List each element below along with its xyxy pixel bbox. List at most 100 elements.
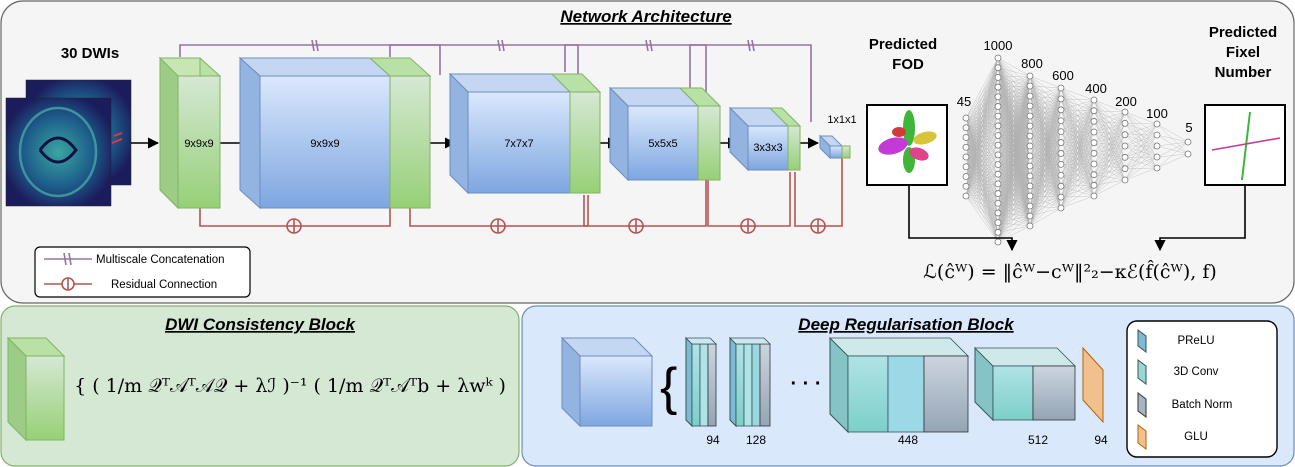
fc-neuron-l2-16	[994, 199, 1002, 207]
legend-batch-norm: Batch Norm	[1172, 399, 1233, 411]
fc-neuron-l3-2	[1026, 82, 1034, 90]
input-label: 30 DWIs	[61, 45, 119, 62]
legend-glu: GLU	[1184, 431, 1208, 443]
fc-neuron-l3-5	[1026, 112, 1034, 120]
fc-neuron-l5-3	[1090, 117, 1098, 125]
legend-prelu: PReLU	[1177, 335, 1214, 347]
regularisation-input-cube	[560, 336, 654, 428]
fc-neuron-l2-10	[994, 141, 1002, 149]
fc-neuron-l3-13	[1026, 192, 1034, 200]
encoder-cube-6	[818, 134, 851, 160]
fc-neuron-l2-3	[994, 73, 1002, 81]
encoder-cube-5	[728, 106, 802, 172]
fc-neuron-l2-2	[994, 64, 1002, 72]
fc-neuron-l2-14	[994, 180, 1002, 188]
dwi-consistency-formula: { ( 1/m 𝒬ᵀ𝒜ᵀ𝒜𝒬 + λℐ )⁻¹ ( 1/m 𝒬ᵀ𝒜ᵀb + λw…	[74, 375, 506, 397]
reg-layer-glu	[1082, 346, 1104, 424]
fc-neuron-l5-4	[1090, 128, 1098, 136]
fc-neuron-l3-14	[1026, 202, 1034, 210]
fc-neuron-l3-15	[1026, 212, 1034, 220]
dwi-consistency-cube	[6, 336, 66, 442]
cube-label-3: 7x7x7	[504, 138, 533, 150]
fc-neuron-l4-1	[1057, 84, 1065, 92]
fc-neuron-l1-3	[962, 134, 970, 141]
fc-neuron-l4-7	[1057, 150, 1065, 157]
fc-neuron-l3-1	[1026, 72, 1034, 80]
legend-residual-label: Residual Connection	[111, 279, 217, 291]
fc-neuron-l3-10	[1026, 162, 1034, 170]
fc-neuron-l2-6	[994, 103, 1002, 110]
fc-neuron-l5-1	[1090, 96, 1098, 104]
fc-neuron-l6-5	[1121, 153, 1129, 161]
loss-arrows	[908, 185, 1246, 252]
fc-neuron-l4-2	[1057, 95, 1065, 103]
fc-neuron-l1-7	[962, 173, 970, 180]
loss-formula: ℒ(ĉᵂ) = ‖ĉᵂ−cᵂ‖²₂−κℰ(f̂(ĉᵂ), f)	[923, 260, 1217, 283]
connection-legend	[34, 246, 251, 298]
fc-neuron-l4-4	[1057, 117, 1065, 125]
fc-neuron-l2-18	[994, 219, 1002, 227]
fc-neuron-l3-11	[1026, 172, 1034, 180]
reg-count-448: 448	[898, 433, 918, 447]
fc-neuron-l1-9	[962, 192, 970, 200]
fc-neuron-l6-6	[1121, 165, 1129, 173]
dwi-consistency-title: DWI Consistency Block	[165, 315, 356, 334]
reg-layer-group-94	[685, 336, 717, 428]
fc-neuron-l4-6	[1057, 139, 1065, 146]
reg-count-512: 512	[1028, 433, 1048, 447]
fc-neuron-l4-11	[1057, 193, 1065, 201]
fc-neuron-l2-5	[994, 93, 1002, 101]
fc-neuron-l1-1	[962, 114, 970, 122]
cube-label-2: 9x9x9	[310, 138, 339, 150]
fc-neuron-l3-9	[1026, 152, 1034, 160]
fc-neuron-l7-1	[1153, 120, 1161, 128]
reg-layer-group-128	[729, 336, 771, 428]
fixel-glyph	[1204, 104, 1286, 186]
fc-neuron-l3-4	[1026, 102, 1034, 110]
fc-neuron-l2-12	[994, 161, 1002, 168]
fc-neuron-l5-7	[1090, 160, 1098, 168]
predicted-fixel-label-line1: Predicted	[1209, 24, 1277, 41]
fc-neuron-l7-3	[1153, 142, 1161, 150]
reg-layer-group-512	[974, 346, 1076, 422]
fc-neuron-l2-9	[994, 132, 1002, 139]
regularisation-brace: {	[660, 358, 677, 416]
fc-neuron-l2-7	[994, 112, 1002, 120]
fc-neuron-l2-13	[994, 170, 1002, 178]
reg-count-94-glu: 94	[1094, 433, 1108, 447]
encoder-cube-3	[448, 72, 602, 195]
encoder-cube-4	[608, 86, 722, 182]
fc-layer-label-5: 400	[1085, 81, 1107, 96]
fc-neuron-l5-2	[1090, 107, 1098, 115]
fc-neuron-l6-2	[1121, 119, 1129, 127]
fc-neuron-l4-8	[1057, 160, 1065, 168]
cube-label-6: 1x1x1	[827, 114, 856, 126]
fc-neuron-l1-4	[962, 143, 970, 151]
fc-neuron-l2-17	[994, 209, 1002, 217]
fc-neuron-l5-5	[1090, 139, 1098, 147]
reg-ellipsis: · · ·	[790, 373, 821, 395]
fc-neuron-l7-2	[1153, 131, 1161, 139]
fc-neuron-l3-7	[1026, 132, 1034, 140]
multiscale-concatenations	[179, 39, 812, 122]
predicted-fixel-label-line2: Fixel	[1226, 44, 1260, 61]
fc-neuron-l6-4	[1121, 142, 1129, 150]
fc-neuron-l5-9	[1090, 181, 1098, 189]
reg-count-94: 94	[706, 433, 720, 447]
fc-neuron-l6-1	[1121, 108, 1129, 116]
fc-neuron-l6-3	[1121, 131, 1129, 139]
fc-layer-label-1: 45	[957, 94, 971, 109]
encoder-cube-2	[238, 56, 432, 210]
fc-neuron-l3-12	[1026, 182, 1034, 190]
fod-glyph	[866, 104, 948, 186]
fc-neuron-l7-5	[1153, 164, 1161, 172]
cube-label-4: 5x5x5	[648, 138, 677, 150]
fc-neuron-l8-1	[1184, 138, 1192, 146]
fc-neuron-l4-9	[1057, 171, 1065, 179]
predicted-fod-label-line2: FOD	[892, 56, 924, 73]
fc-neuron-l3-3	[1026, 92, 1034, 100]
fc-layer-label-3: 800	[1021, 56, 1043, 71]
fc-neuron-l3-6	[1026, 122, 1034, 130]
fc-layer-label-7: 100	[1146, 106, 1168, 121]
